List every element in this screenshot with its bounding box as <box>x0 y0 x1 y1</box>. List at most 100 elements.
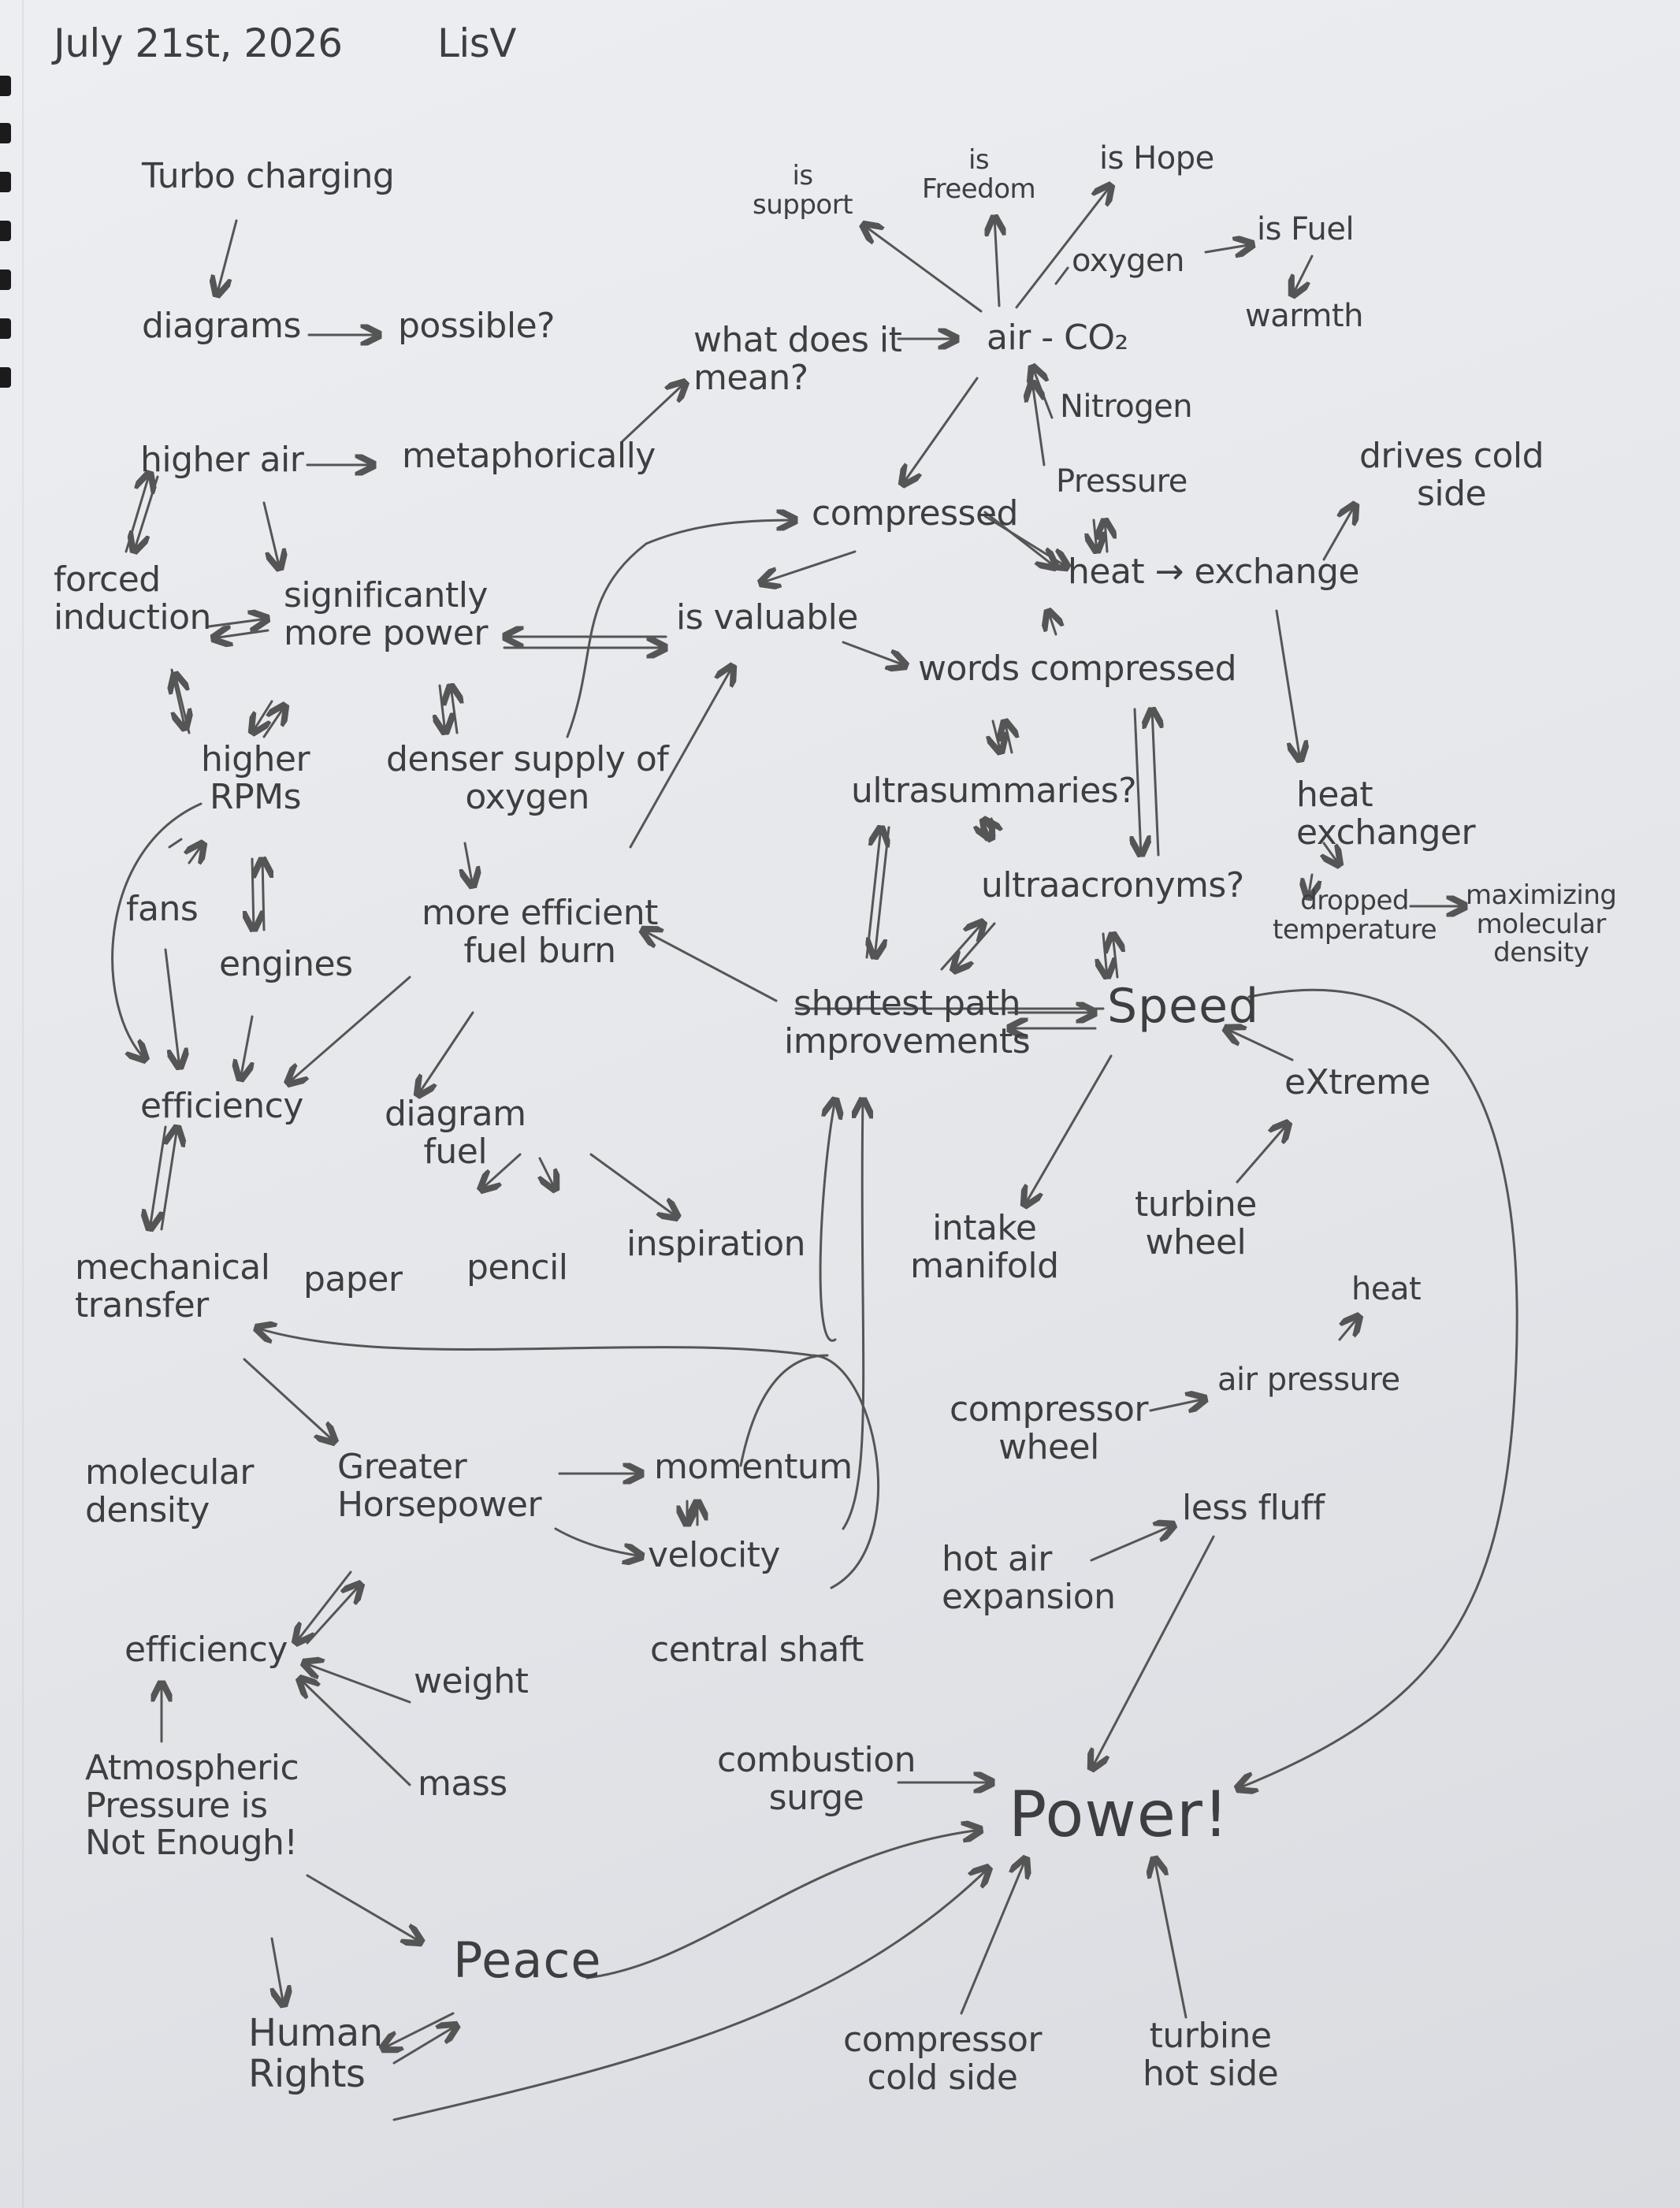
binder-hole <box>0 367 11 388</box>
arrow <box>983 515 1068 567</box>
node-combustion-surge: combustion surge <box>717 1740 916 1818</box>
arrow <box>295 1571 352 1643</box>
node-fans: fans <box>126 889 199 929</box>
arrow <box>262 859 264 931</box>
arrow <box>994 217 999 307</box>
node-inspiration: inspiration <box>626 1224 806 1264</box>
node-shortest-path-improvements: shortest path improvements <box>784 983 1031 1061</box>
arrow <box>554 1527 642 1556</box>
arrow <box>134 475 159 552</box>
arrow <box>1090 1525 1174 1562</box>
arrow <box>1308 873 1312 898</box>
node-peace: Peace <box>453 1931 602 1989</box>
arrow <box>272 1937 284 2005</box>
binder-hole <box>0 221 11 241</box>
node-is-freedom: is Freedom <box>922 144 1036 205</box>
arrow <box>111 802 203 1060</box>
node-compressor-cold-side: compressor cold side <box>843 2020 1042 2098</box>
node-efficiency-bottom: efficiency <box>125 1630 288 1670</box>
arrow <box>213 630 269 638</box>
node-intake-manifold: intake manifold <box>910 1208 1059 1286</box>
node-possible: possible? <box>398 306 556 346</box>
node-paper: paper <box>303 1259 403 1299</box>
arrow <box>1275 609 1300 760</box>
arrow <box>1024 1054 1113 1206</box>
arrow <box>262 705 285 738</box>
arrow <box>983 820 994 835</box>
arrow <box>1103 932 1107 977</box>
binder-hole <box>0 269 11 290</box>
arrow <box>940 922 983 971</box>
arrow <box>585 1830 981 1979</box>
node-weight: weight <box>414 1661 529 1701</box>
node-heat-exchange: heat → exchange <box>1068 552 1360 592</box>
arrow <box>189 843 203 863</box>
arrow <box>392 2025 457 2065</box>
arrow <box>164 948 180 1068</box>
node-ultraacronyms: ultraacronyms? <box>981 865 1244 905</box>
arrow <box>902 377 979 485</box>
arrow <box>1324 842 1340 865</box>
node-maximizing-molecular-density: maximizing molecular density <box>1466 879 1617 969</box>
node-greater-horsepower: Greater Horsepower <box>337 1447 542 1525</box>
arrow <box>306 1584 361 1645</box>
arrow <box>418 1011 474 1095</box>
node-compressed: compressed <box>812 493 1018 533</box>
arrow <box>1091 1535 1215 1769</box>
arrow <box>465 842 473 887</box>
arrow <box>1005 721 1012 754</box>
arrow <box>1054 266 1069 285</box>
arrow <box>589 1153 678 1217</box>
arrow <box>256 1328 880 1589</box>
arrow <box>451 686 457 734</box>
node-heat: heat <box>1351 1271 1422 1307</box>
node-forced-induction: forced induction <box>54 559 211 637</box>
arrow <box>1032 382 1044 467</box>
node-air-co2: air - CO₂ <box>987 318 1128 358</box>
arrow <box>262 501 280 569</box>
node-mass: mass <box>418 1764 507 1804</box>
node-is-valuable: is valuable <box>676 597 858 637</box>
arrow <box>168 838 183 849</box>
binder-hole <box>0 123 11 143</box>
arrow <box>863 225 983 313</box>
arrow <box>760 550 857 583</box>
arrow <box>440 684 445 733</box>
binder-hole <box>0 172 11 192</box>
node-turbine-hot-side: turbine hot side <box>1143 2016 1279 2094</box>
node-turbo-charging: Turbo charging <box>142 156 395 196</box>
node-words-compressed: words compressed <box>918 649 1237 689</box>
node-warmth: warmth <box>1245 298 1363 334</box>
arrow <box>540 1157 556 1190</box>
node-momentum: momentum <box>654 1447 853 1487</box>
node-is-hope: is Hope <box>1099 140 1214 177</box>
arrow <box>865 827 881 959</box>
node-air-pressure: air pressure <box>1217 1362 1400 1398</box>
node-what-does-it-mean: what does it mean? <box>693 320 902 398</box>
node-higher-air: higher air <box>140 440 304 480</box>
arrow <box>217 219 238 296</box>
node-engines: engines <box>219 944 353 984</box>
arrow <box>303 1663 411 1704</box>
arrow <box>172 668 185 729</box>
node-atmospheric-pressure: Atmospheric Pressure is Not Enough! <box>85 1748 299 1864</box>
author-label: LisV <box>437 20 517 66</box>
node-compressor-wheel: compressor wheel <box>950 1389 1148 1467</box>
arrow <box>739 1354 829 1467</box>
arrow <box>207 619 268 626</box>
arrow <box>629 666 733 849</box>
node-diagram-fuel: diagram fuel <box>385 1094 526 1172</box>
node-more-efficient-fuel-burn: more efficient fuel burn <box>422 893 658 971</box>
arrow <box>1322 504 1355 561</box>
node-oxygen: oxygen <box>1072 243 1184 279</box>
arrow <box>1048 611 1056 636</box>
node-molecular-density: molecular density <box>85 1452 254 1530</box>
arrow <box>1105 520 1107 553</box>
node-higher-rpms: higher RPMs <box>201 739 310 817</box>
node-is-fuel: is Fuel <box>1257 211 1355 247</box>
arrow <box>819 1099 835 1342</box>
node-significantly-more-power: significantly more power <box>284 575 488 653</box>
arrow <box>953 922 996 971</box>
